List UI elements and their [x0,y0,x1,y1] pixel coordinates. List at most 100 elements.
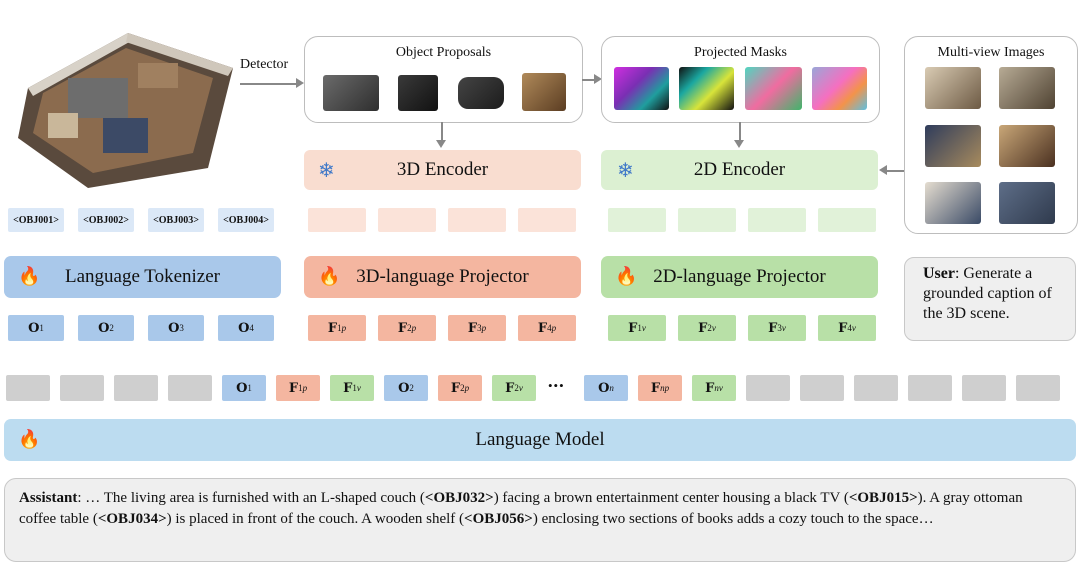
language-tokenizer-label: Language Tokenizer [65,266,220,287]
language-tokenizer: 🔥 Language Tokenizer [4,256,281,298]
3d-feature-block [378,208,436,232]
assistant-segment: ) is placed in front of the couch. A woo… [166,511,465,527]
3d-feature-block [448,208,506,232]
assistant-segment: : … The living area is furnished with an… [77,490,425,506]
panel-arrowhead [594,74,602,84]
user-text: : Generate a grounded caption of the 3D … [923,265,1052,322]
3d-feature-block [518,208,576,232]
object-reference: <OBJ015> [848,490,918,506]
mask-thumbnail [679,67,734,110]
snowflake-icon: ❄ [617,160,634,182]
object-reference: <OBJ032> [424,490,494,506]
3d-encoder: ❄ 3D Encoder [304,150,581,190]
flame-icon: 🔥 [18,266,41,286]
view-thumbnail [925,125,981,167]
3d-language-projector: 🔥 3D-language Projector [304,256,581,298]
2d-feature-block [818,208,876,232]
assistant-segment: ) enclosing two sections of books adds a… [532,511,934,527]
language-model: 🔥 Language Model [4,419,1076,461]
view-thumbnail [925,182,981,224]
text-token [800,375,844,401]
proposal-thumbnail [522,73,566,111]
to-2d-encoder-arrowhead [734,140,744,148]
language-model-label: Language Model [475,429,605,450]
assistant-speaker: Assistant [19,490,78,506]
3d-feature-block [308,208,366,232]
snowflake-icon: ❄ [318,160,335,182]
to-2d-encoder-arrow [739,122,741,142]
multiview-arrow [886,170,904,172]
3d-language-projector-label: 3D-language Projector [356,266,529,287]
2d-feature-block [678,208,736,232]
2d-language-projector: 🔥 2D-language Projector [601,256,878,298]
panel-arrow [582,79,596,81]
2d-encoder: ❄ 2D Encoder [601,150,878,190]
obj-tag: <OBJ004> [218,208,274,232]
object-proposals-title: Object Proposals [395,45,492,60]
proposal-thumbnail [398,75,438,111]
user-speaker: User [923,265,955,282]
text-token [114,375,158,401]
to-3d-encoder-arrow [441,122,443,142]
mask-thumbnail [812,67,867,110]
text-token [746,375,790,401]
text-token [854,375,898,401]
flame-icon: 🔥 [615,266,638,286]
proposal-thumbnail [458,77,504,109]
detector-label: Detector [240,57,289,72]
3d-encoder-label: 3D Encoder [396,159,489,180]
sequence-ellipsis: ••• [548,378,565,393]
multiview-images-title: Multi-view Images [937,45,1045,60]
projected-masks-title: Projected Masks [694,45,787,60]
view-thumbnail [925,67,981,109]
object-reference: <OBJ056> [464,511,533,527]
assistant-response: Assistant: … The living area is furnishe… [4,478,1076,562]
text-token [908,375,952,401]
multiview-images-panel: Multi-view Images [904,36,1078,234]
text-token [6,375,50,401]
scene-3d-image [8,18,238,188]
object-reference: <OBJ034> [97,511,167,527]
2d-language-projector-label: 2D-language Projector [653,266,826,287]
flame-icon: 🔥 [18,429,41,449]
obj-tag: <OBJ001> [8,208,64,232]
view-thumbnail [999,67,1055,109]
flame-icon: 🔥 [318,266,341,286]
view-thumbnail [999,125,1055,167]
mask-thumbnail [614,67,669,110]
user-prompt: User: Generate a grounded caption of the… [904,257,1076,341]
obj-tag: <OBJ003> [148,208,204,232]
multiview-arrowhead [879,165,887,175]
assistant-segment: ). A gray ottoman coffee table ( [19,490,1023,527]
text-token [60,375,104,401]
2d-feature-block [748,208,806,232]
mask-thumbnail [745,67,802,110]
assistant-segment: ) facing a brown entertainment center ho… [493,490,849,506]
proposal-thumbnail [323,75,379,111]
object-proposals-panel: Object Proposals [304,36,583,123]
obj-tag: <OBJ002> [78,208,134,232]
text-token [1016,375,1060,401]
2d-feature-block [608,208,666,232]
to-3d-encoder-arrowhead [436,140,446,148]
